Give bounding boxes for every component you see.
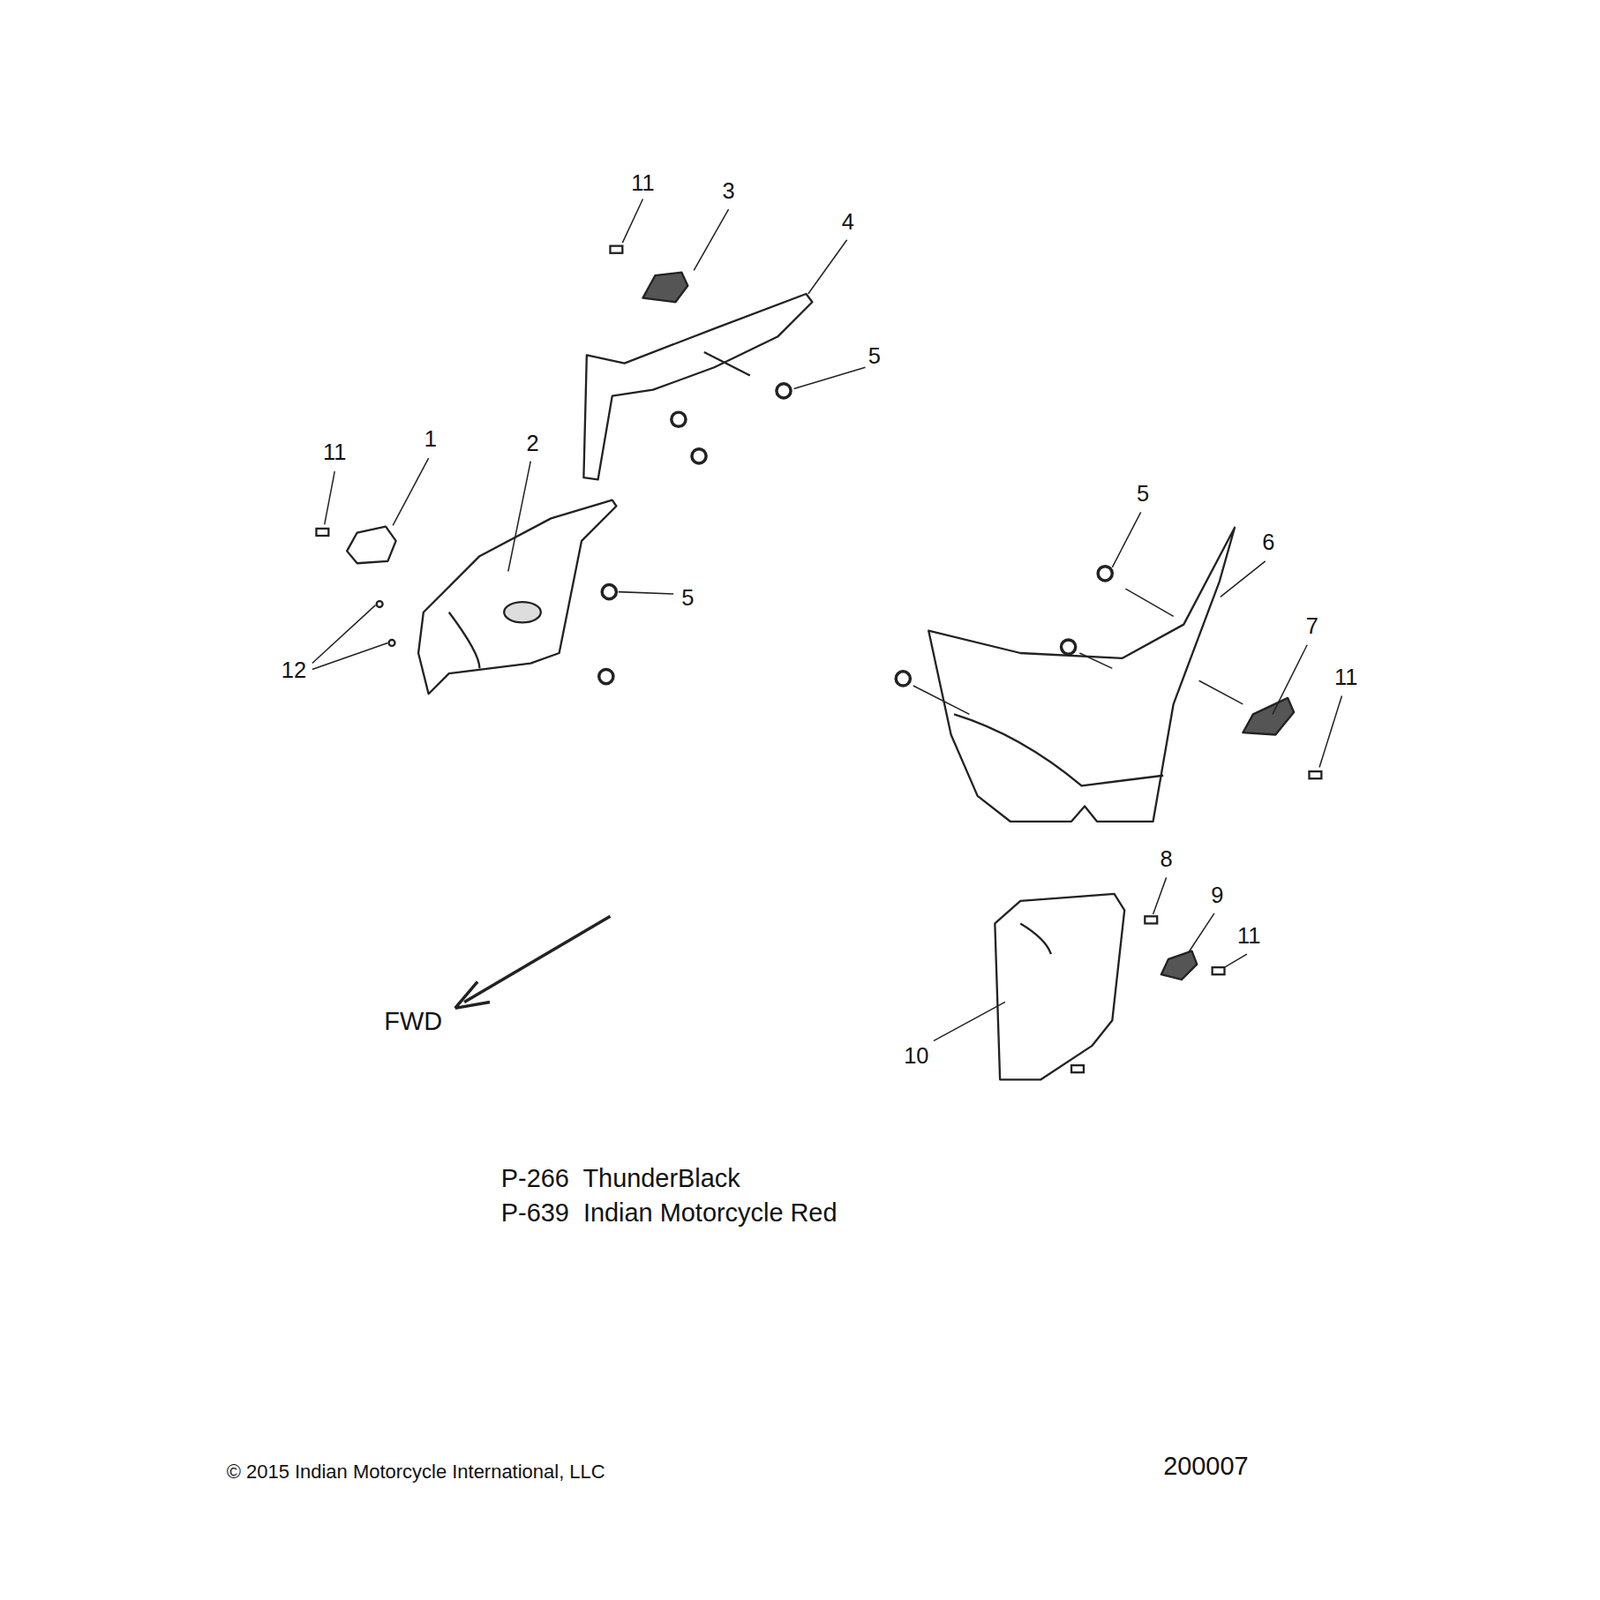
- callout-number: 11: [1334, 665, 1358, 691]
- callout-number: 8: [1160, 847, 1173, 872]
- color-code: P-639 Indian Motorcycle Red: [501, 1199, 838, 1228]
- drawing-number: 200007: [1163, 1452, 1248, 1481]
- callout-number: 11: [630, 171, 654, 196]
- callout-number: 5: [1136, 481, 1150, 507]
- callout-number: 2: [525, 431, 539, 457]
- callout-number: 5: [681, 585, 694, 611]
- callout-number: 12: [281, 658, 307, 684]
- color-code: P-266 ThunderBlack: [501, 1164, 741, 1194]
- callout-number: 5: [868, 344, 881, 369]
- callout-number: 11: [323, 440, 346, 466]
- callout-number: 1: [424, 427, 437, 452]
- callout-number: 3: [721, 179, 735, 204]
- callout-number: 9: [1210, 883, 1224, 909]
- callout-number: 6: [1261, 530, 1275, 556]
- fwd-label: FWD: [383, 1007, 443, 1037]
- copyright: © 2015 Indian Motorcycle International, …: [226, 1461, 606, 1483]
- callout-number: 7: [1306, 614, 1319, 639]
- callout-number: 4: [841, 210, 855, 235]
- callout-number: 10: [903, 1044, 929, 1069]
- callout-number: 11: [1237, 923, 1261, 949]
